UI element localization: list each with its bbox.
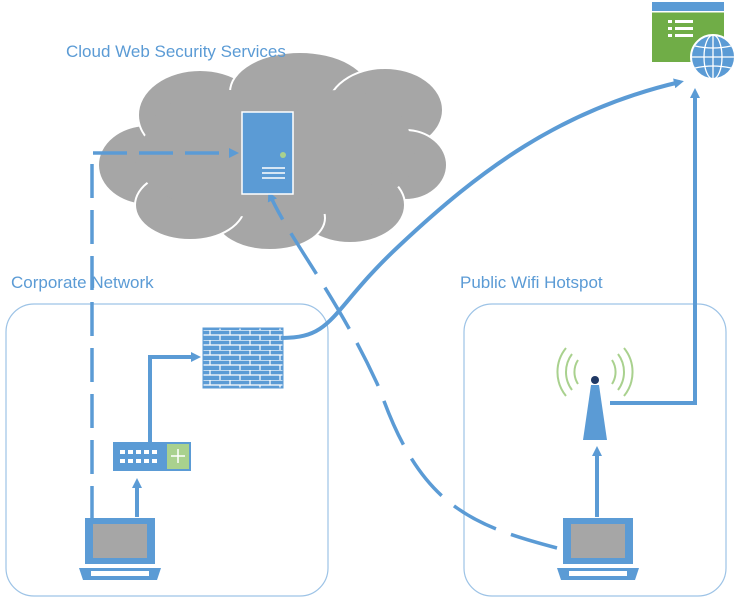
- corporate-to-cloud-dashed-connector: [90, 148, 239, 520]
- cloud-label: Cloud Web Security Services: [66, 42, 286, 61]
- switch-to-firewall-connector: [148, 352, 201, 442]
- laptop-icon: [79, 518, 161, 580]
- corporate-network-label: Corporate Network: [11, 273, 154, 292]
- wifi-to-web-connector: [610, 88, 700, 405]
- wifi-antenna-icon: [556, 347, 634, 440]
- cloud-shape: [97, 51, 448, 251]
- firewall-to-web-connector: [281, 78, 684, 340]
- server-icon: [241, 111, 294, 195]
- public-wifi-zone: [463, 303, 727, 597]
- globe-icon: [690, 34, 736, 80]
- firewall-icon: [202, 327, 284, 389]
- network-switch-icon: [113, 442, 191, 471]
- corporate-network-zone: [5, 303, 329, 597]
- public-to-cloud-dashed-connector: [267, 191, 558, 550]
- public-wifi-label: Public Wifi Hotspot: [460, 273, 603, 292]
- laptop-icon: [557, 518, 639, 580]
